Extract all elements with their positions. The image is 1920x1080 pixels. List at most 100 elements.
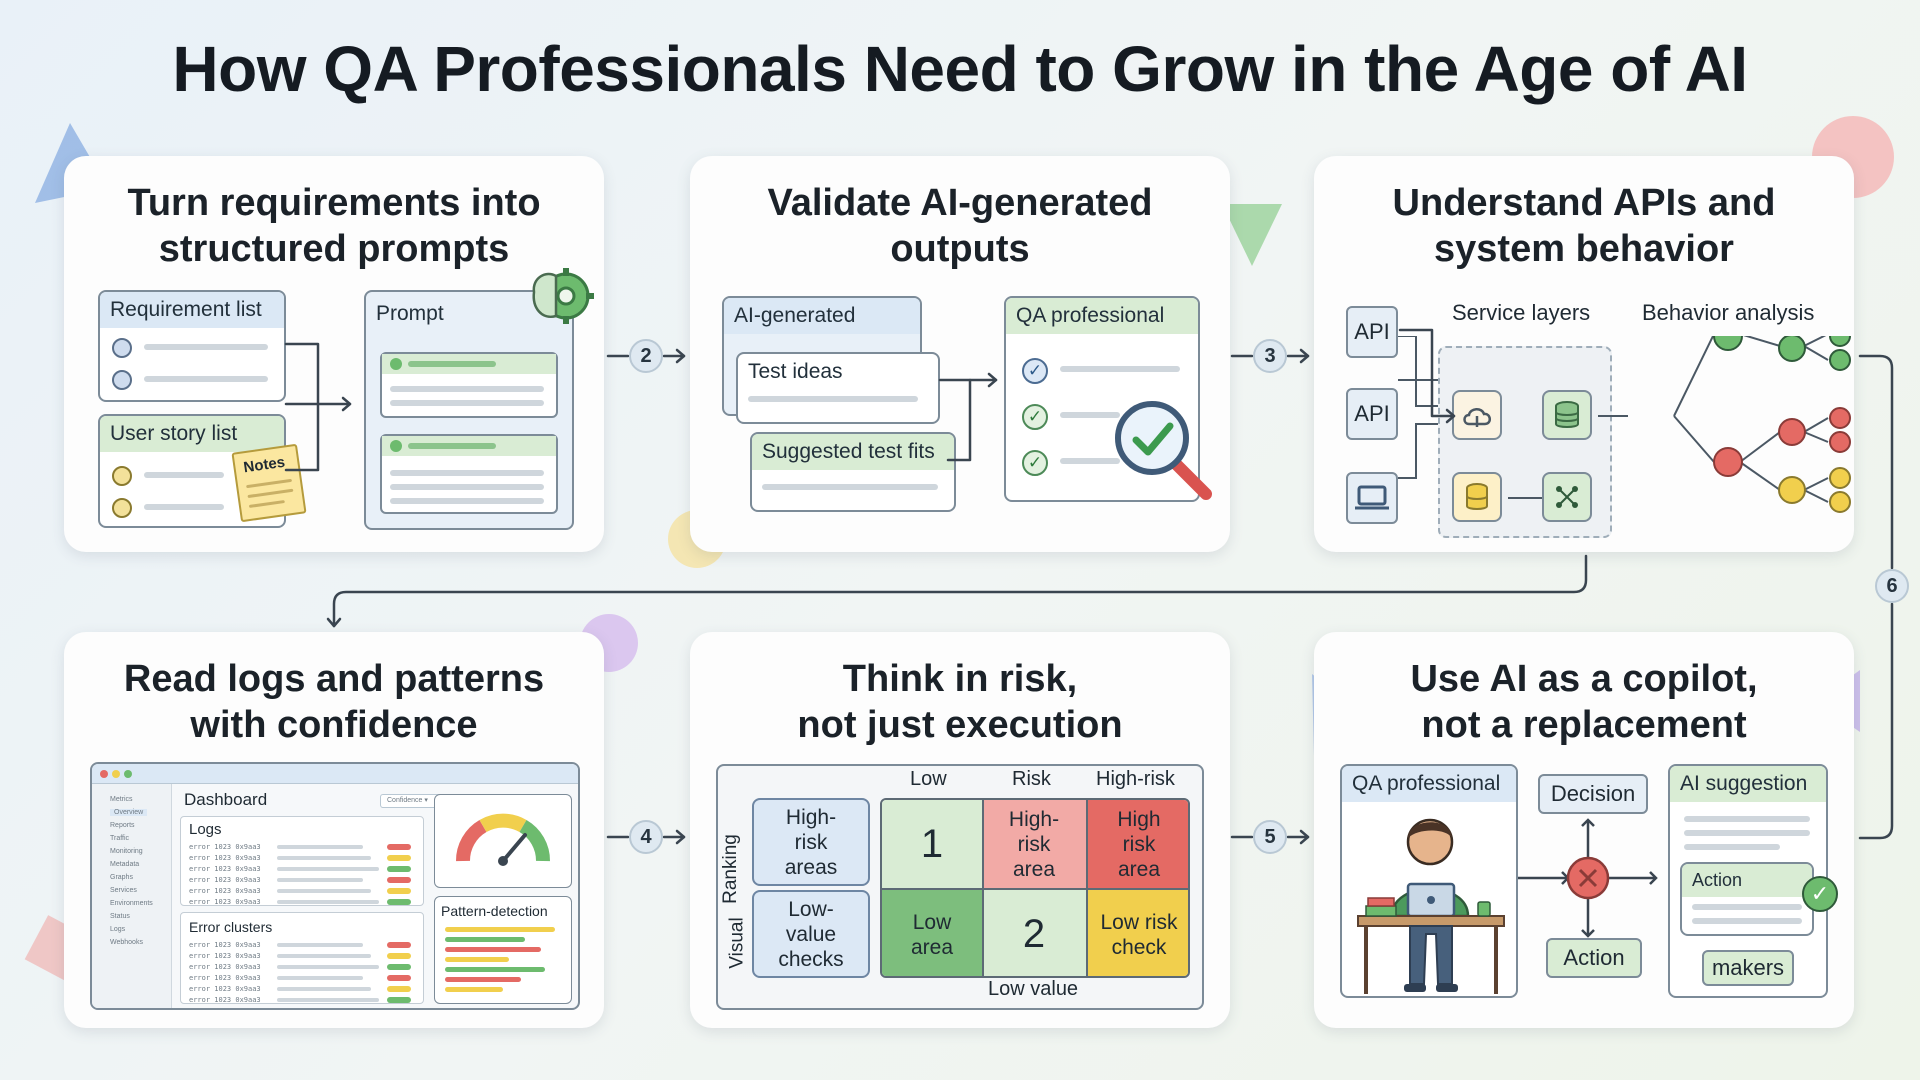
sidebar-item[interactable]: Webhooks [110,939,143,946]
log-line: error 1023 0x9aa3 [189,854,261,862]
pattern-detection-label: Pattern-detection [441,903,548,919]
card-title: Validate AI-generated outputs [767,182,1153,270]
brain-gear-icon [532,268,594,324]
log-bar [277,889,371,893]
log-severity [387,942,411,948]
prompt-block [380,352,558,418]
log-line: error 1023 0x9aa3 [189,996,261,1004]
magnifier-check-icon [1115,401,1212,500]
sidebar-item[interactable]: Metrics [110,796,133,803]
sidebar-item[interactable]: Metadata [110,861,140,868]
log-severity [387,855,411,861]
qa-professional-panel: QA professional [1340,764,1518,998]
prompt-box: Prompt [364,290,574,530]
row-visual-label: Visual [726,917,748,969]
laptop-icon [1355,485,1389,510]
test-ideas-label: Test ideas [748,360,843,383]
sticky-note: Notes [231,443,307,523]
bullet-icon [112,498,132,518]
sidebar-item[interactable]: Monitoring [110,848,143,855]
cloud-service-icon [1452,390,1502,440]
window-dot [100,770,108,778]
log-severity [387,975,411,981]
log-severity [387,964,411,970]
dashboard-label: Dashboard [184,790,268,809]
log-line: error 1023 0x9aa3 [189,941,261,949]
risk-grid: 1 High-risk area High risk area Low area… [880,798,1190,978]
log-severity [387,899,411,905]
decor-green-triangle [1222,204,1282,266]
pattern-bar [445,967,545,972]
log-severity [387,888,411,894]
behavior-analysis-label: Behavior analysis [1642,300,1815,325]
pattern-bar [445,977,521,982]
log-line: error 1023 0x9aa3 [189,865,261,873]
check-badge-icon: ✓ [1802,876,1838,912]
pattern-bar [445,957,509,962]
qa-professional-label: QA professional [1342,766,1516,802]
col-high-risk-label: High-risk [1096,768,1175,790]
requirement-list-label: Requirement list [100,292,284,328]
card-structured-prompts: Turn requirements into structured prompt… [64,156,604,552]
sidebar-item[interactable]: Services [110,887,137,894]
card-apis-system-behavior: Understand APIs and system behavior API … [1314,156,1854,552]
gauge-panel [434,794,572,888]
step-badge-2: 2 [629,339,663,373]
log-bar [277,878,363,882]
log-line: error 1023 0x9aa3 [189,843,261,851]
step-badge-6: 6 [1875,569,1909,603]
risk-cell-1: 1 [882,800,982,889]
sidebar-item[interactable]: Logs [110,926,126,933]
step-badge-5: 5 [1253,820,1287,854]
card-title: Understand APIs and system behavior [1392,182,1776,270]
person-at-desk-icon [1357,818,1505,994]
log-bar [277,954,371,958]
step-badge-4: 4 [629,820,663,854]
high-risk-areas-cell: High-risk areas [752,798,870,886]
checkbox-icon [112,370,132,390]
window-dot [124,770,132,778]
log-severity [387,953,411,959]
action-inner-label: Action [1682,864,1812,897]
decision-flow [1518,818,1658,938]
requirement-list-box: Requirement list [98,290,286,402]
window-titlebar [92,764,578,784]
confidence-dropdown[interactable]: Confidence ▾ [380,794,442,808]
bullet-icon [112,466,132,486]
sidebar-item[interactable]: Overview [110,809,148,816]
col-low-label: Low [910,768,947,790]
log-severity [387,997,411,1003]
dashboard-sidebar: Metrics Overview Reports Traffic Monitor… [92,784,172,1008]
sidebar-item[interactable]: Reports [110,822,135,829]
sidebar-item[interactable]: Traffic [110,835,130,842]
prompt-block [380,434,558,514]
risk-cell-high-risk-area: High-risk area [982,800,1086,889]
error-clusters-label: Error clusters [189,919,273,935]
checkmark-icon: ✓ [1022,450,1048,476]
behavior-tree [1398,336,1851,513]
laptop-box [1346,472,1398,524]
database-icon [1542,390,1592,440]
dashboard-window: Metrics Overview Reports Traffic Monitor… [90,762,580,1010]
user-story-list-label: User story list [100,416,284,452]
card-read-logs: Read logs and patterns with confidence M… [64,632,604,1028]
checkbox-icon [112,338,132,358]
error-clusters-panel: Error clusters error 1023 0x9aa3 error 10… [180,912,424,1004]
sidebar-item[interactable]: Environments [110,900,153,907]
risk-cell-low-risk-check: Low risk check [1086,889,1188,976]
pattern-bar [445,947,541,952]
sidebar-item[interactable]: Status [110,913,130,920]
card-title: Think in risk, not just execution [797,658,1123,746]
checkmark-icon: ✓ [1022,404,1048,430]
risk-cell-high-risk-area-2: High risk area [1086,800,1188,889]
log-severity [387,877,411,883]
log-bar [277,943,363,947]
log-line: error 1023 0x9aa3 [189,887,261,895]
log-bar [277,856,371,860]
sidebar-item[interactable]: Graphs [110,874,133,881]
pattern-bar [445,987,503,992]
storage-icon [1452,472,1502,522]
log-severity [387,866,411,872]
gauge-icon [455,813,551,866]
